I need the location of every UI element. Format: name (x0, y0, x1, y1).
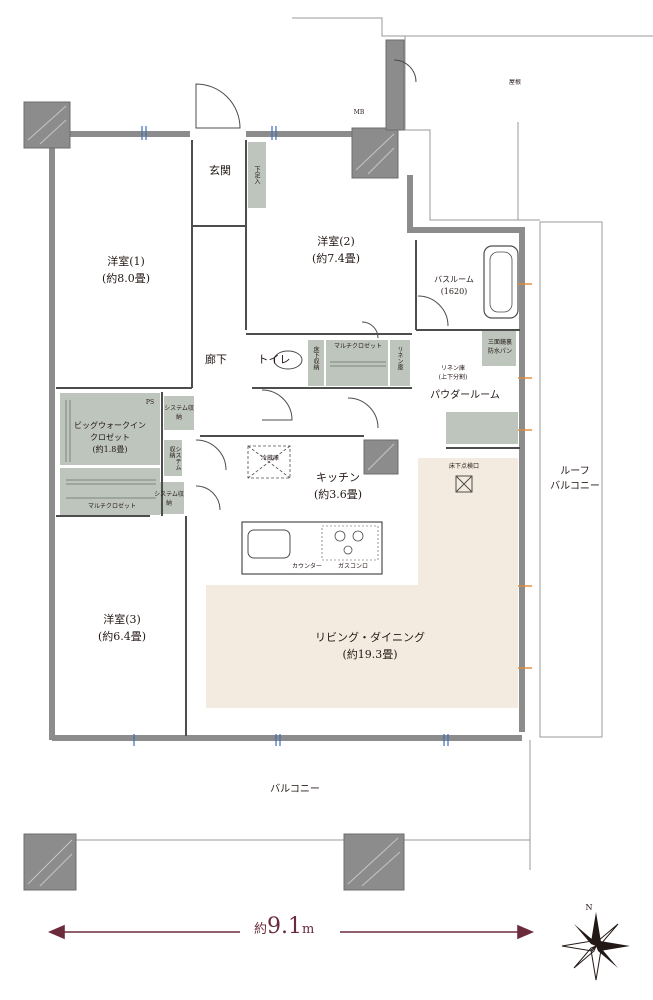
floor-storage-label: 床下収納 (312, 346, 319, 370)
kitchen-sink (247, 529, 291, 559)
entrance-label: 玄関 (209, 164, 231, 177)
multi-closet-1-label: マルチクロゼット (87, 503, 136, 510)
ldk-floor (206, 458, 518, 708)
toilet-storage-fill (308, 340, 324, 386)
multi-closet-2-label: マルチクロゼット (333, 343, 382, 350)
kitchen-label: キッチン(約3.6畳) (313, 471, 363, 501)
system-storage-3-fill (154, 482, 184, 514)
vanity-fill (446, 412, 518, 444)
bathtub (483, 245, 519, 319)
multi-closet-1-fill (60, 468, 160, 515)
compass-rose (561, 912, 630, 981)
wic-label: ビッグウォークインクロゼット(約1.8畳) (74, 421, 146, 454)
compass-north-label: N (585, 903, 593, 912)
floor-hatch (455, 475, 473, 493)
hallway-label: 廊下 (205, 353, 227, 366)
ps-label: PS (145, 399, 155, 406)
roof-outline (404, 36, 540, 221)
toilet-bowl (273, 350, 303, 370)
stove-burners (334, 530, 364, 555)
roof-balcony-outline (539, 221, 603, 738)
counter-label: カウンター (291, 563, 322, 570)
kitchen-counter (241, 521, 383, 575)
system-storage-1-fill (164, 396, 194, 430)
linen-fill (390, 340, 410, 386)
dimension-label: 約9.1m (254, 914, 315, 939)
system-storage-2-fill (164, 440, 182, 476)
bath-label: バスルーム(1620) (434, 275, 474, 296)
mb-label: MB (353, 109, 365, 116)
terrace-outline (292, 17, 653, 37)
column-n (351, 127, 399, 179)
toilet-label: トイレ (257, 353, 291, 366)
entrance-door (195, 83, 241, 129)
multi-closet-2-fill (326, 340, 388, 386)
column-ne-small (385, 39, 405, 131)
fridge-area (247, 445, 291, 479)
balcony-label: バルコニー (270, 784, 320, 795)
roof-label: 屋根 (508, 79, 521, 86)
washer-fill (482, 330, 516, 366)
fridge-label: 冷蔵庫 (260, 455, 279, 462)
floor-hatch-label: 床下点検口 (448, 463, 479, 470)
living-label: リビング・ダイニング(約19.3畳) (315, 631, 425, 661)
linen-label: リネン庫 (396, 346, 403, 370)
shoe-cabinet-fill (248, 142, 266, 208)
system-storage-1-label: システム収納 (164, 405, 194, 421)
stove-label: ガスコンロ (337, 563, 368, 570)
system-storage-3-label: システム収納 (154, 491, 184, 507)
washer-label: 三面鏡裏防水パン (487, 339, 513, 355)
linen-2-label: リネン庫(上下分割) (438, 365, 468, 381)
powder-label: パウダールーム (430, 390, 500, 401)
roof-balcony-label: ルーフバルコニー (550, 466, 600, 492)
bedroom3-label: 洋室(3)(約6.4畳) (97, 613, 147, 643)
bedroom1-label: 洋室(1)(約8.0畳) (101, 255, 151, 285)
system-storage-2-label: システム収納 (168, 446, 181, 470)
exterior-wall-east-upper (407, 175, 525, 330)
shoe-cabinet-label: 下足入 (253, 166, 260, 184)
column-s (343, 833, 405, 891)
bedroom2-label: 洋室(2)(約7.4畳) (311, 235, 361, 265)
wic-fill (60, 393, 160, 465)
